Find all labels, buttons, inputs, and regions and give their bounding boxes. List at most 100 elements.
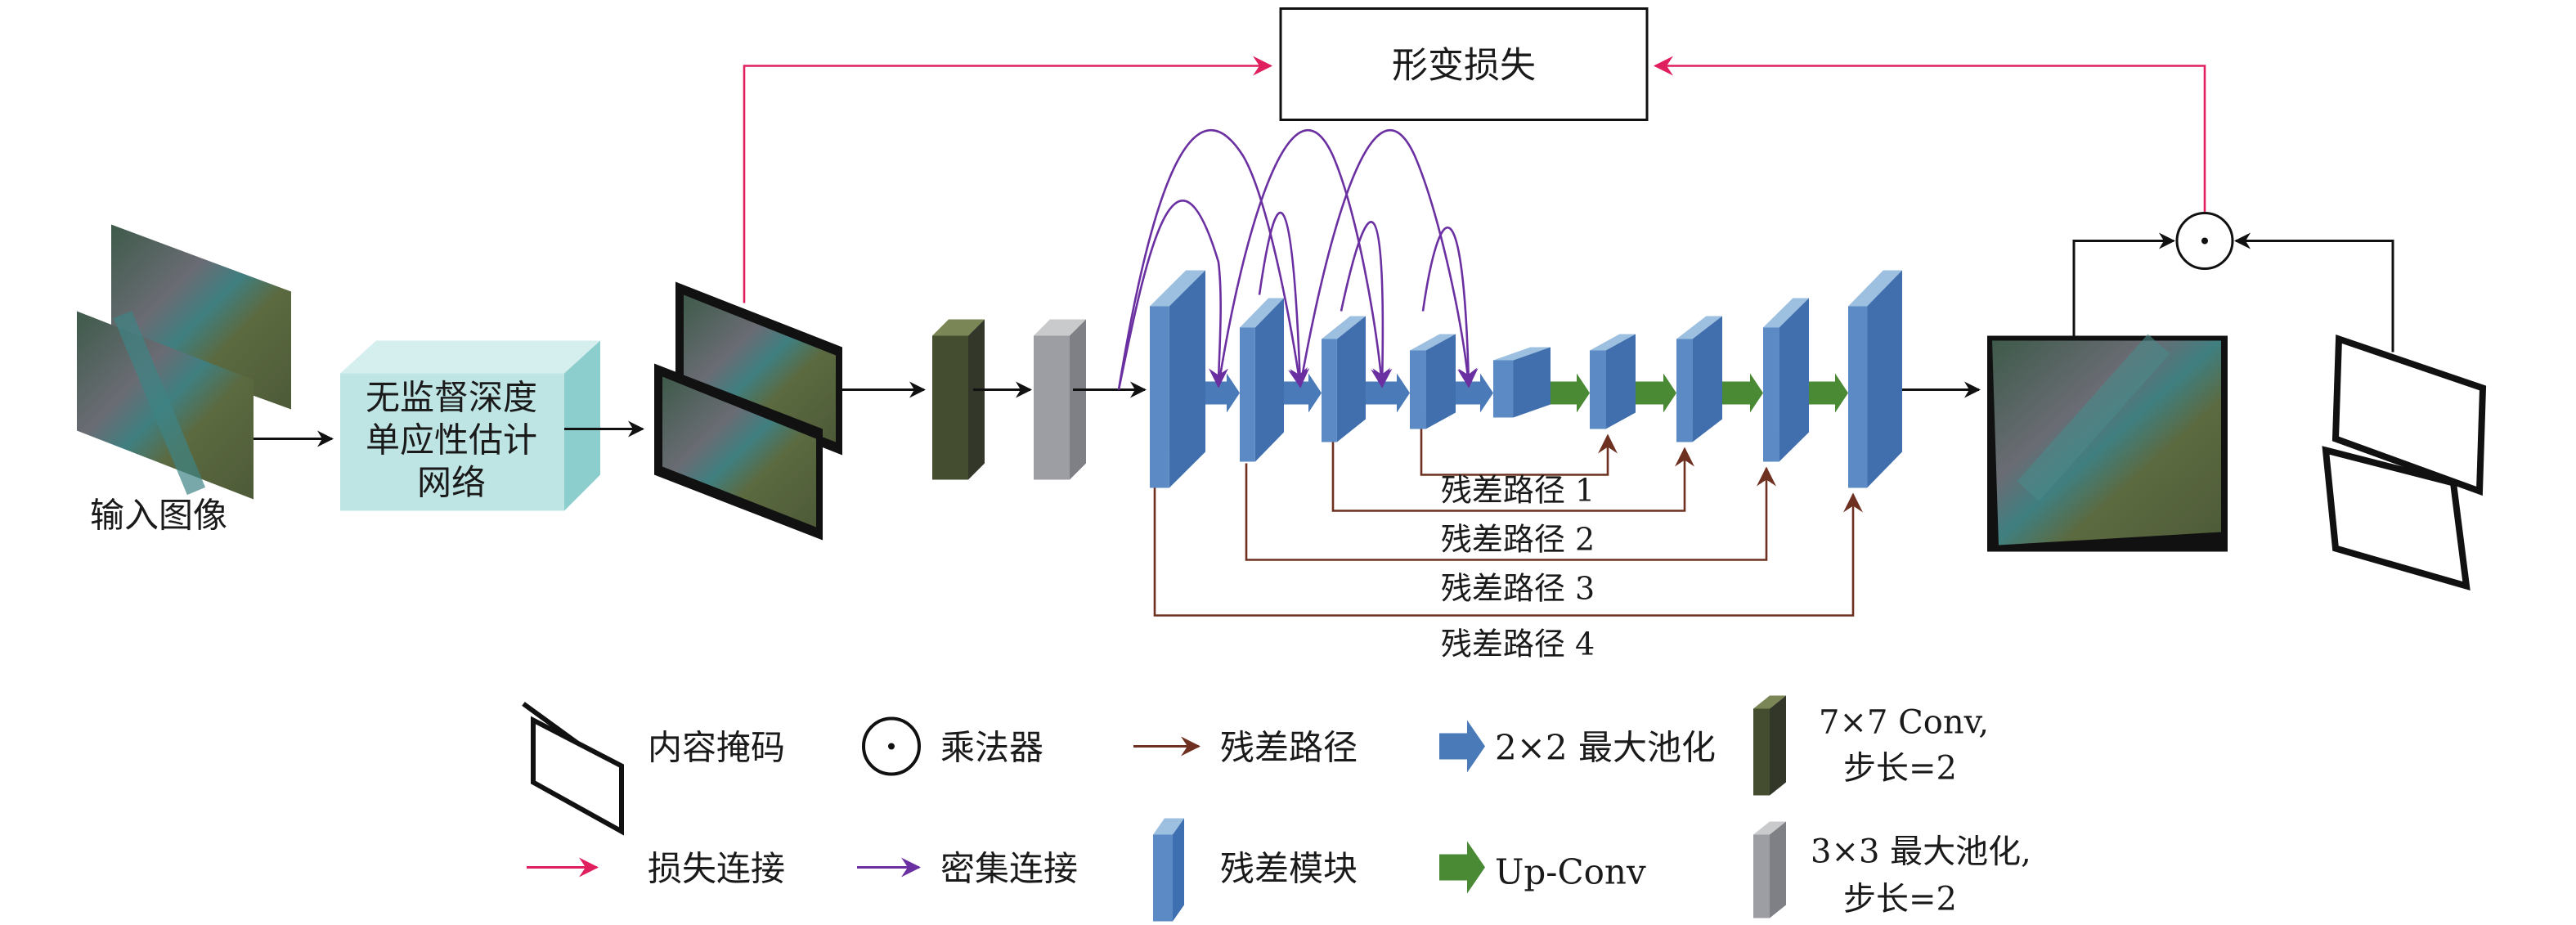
maxpool2-arrow — [1284, 373, 1322, 413]
residual-path-2 — [1331, 442, 1694, 512]
block-top — [1322, 316, 1366, 339]
legend-maxpool2-arrow-icon — [1439, 720, 1485, 773]
loss-link-right — [1654, 56, 2206, 213]
legend-mask-icon — [522, 702, 624, 836]
legend: 内容掩码 乘法器 残差路径 2×2 最大池化 7×7 Conv, 步长=2 损失… — [522, 695, 2031, 922]
legend-dense-link-label: 密集连接 — [940, 849, 1078, 889]
dense-connections — [1117, 128, 1479, 390]
warped-images — [654, 281, 842, 541]
residual-path-3 — [1245, 463, 1776, 561]
residual-blocks — [1150, 270, 1902, 488]
block-top — [1493, 347, 1551, 361]
maxpool3-block — [1034, 319, 1086, 480]
output-to-multiplier — [2072, 232, 2175, 336]
upconv-arrow — [1722, 373, 1763, 413]
residual-block — [1493, 347, 1551, 418]
block-top — [1676, 316, 1722, 339]
maxpool2-arrow — [1456, 373, 1493, 413]
residual-block — [1240, 298, 1284, 462]
multiplier-icon — [2175, 212, 2234, 270]
residual-block — [1150, 270, 1205, 488]
block-top — [1590, 334, 1636, 351]
content-mask — [2322, 334, 2487, 591]
legend-maxpool2-label: 2×2 最大池化 — [1495, 728, 1716, 768]
residual-path-4 — [1153, 487, 1863, 617]
dense-arc — [1117, 128, 1308, 390]
dense-arc — [1217, 129, 1391, 388]
residual-path-label-2: 残差路径 2 — [1441, 522, 1595, 558]
residual-paths — [1153, 429, 1863, 617]
deformation-loss-label: 形变损失 — [1392, 45, 1536, 87]
residual-path-1 — [1420, 429, 1618, 476]
block-side — [1605, 334, 1636, 429]
block-front — [1763, 327, 1779, 462]
residual-block — [1676, 316, 1722, 442]
dense-arc — [1117, 200, 1229, 390]
block-front — [1322, 339, 1337, 442]
block-side — [1254, 298, 1284, 462]
block-side — [1692, 316, 1722, 442]
legend-upconv-label: Up-Conv — [1495, 852, 1646, 892]
block-side — [1867, 270, 1902, 488]
block-top — [1240, 298, 1284, 328]
legend-maxpool3-icon — [1753, 821, 1786, 918]
homography-network-cube: 无监督深度 单应性估计 网络 — [340, 340, 600, 511]
input-label: 输入图像 — [90, 496, 227, 536]
legend-maxpool3-label-1: 3×3 最大池化, — [1811, 833, 2031, 871]
legend-upconv-arrow-icon — [1439, 841, 1485, 894]
block-front — [1676, 339, 1693, 442]
block-top — [1848, 270, 1902, 307]
residual-block — [1848, 270, 1902, 488]
legend-mask-label: 内容掩码 — [648, 728, 785, 768]
deformation-loss-box: 形变损失 — [1279, 7, 1649, 121]
block-front — [1410, 350, 1426, 429]
legend-multiplier-label: 乘法器 — [940, 728, 1043, 768]
input-images: 输入图像 — [77, 224, 291, 536]
residual-block — [1322, 316, 1366, 442]
legend-conv7-icon — [1753, 695, 1786, 796]
block-side — [1336, 316, 1366, 442]
legend-conv7-label-1: 7×7 Conv, — [1819, 704, 1989, 742]
block-top — [1763, 298, 1809, 328]
net-label-line2: 单应性估计 — [366, 420, 537, 460]
legend-res-block-icon — [1153, 818, 1184, 922]
maxpool2-arrow — [1366, 373, 1410, 413]
upconv-arrow — [1809, 373, 1848, 413]
residual-block — [1410, 334, 1456, 429]
residual-block — [1590, 334, 1636, 429]
legend-multiplier-icon — [862, 716, 921, 776]
block-side — [1425, 334, 1456, 429]
upconv-arrow — [1636, 373, 1676, 413]
mask-to-multiplier — [2234, 232, 2394, 352]
loss-link-left — [743, 56, 1272, 303]
block-top — [1410, 334, 1456, 351]
residual-path-label-3: 残差路径 3 — [1441, 571, 1595, 607]
block-side — [1779, 298, 1809, 462]
maxpool2-arrow — [1205, 373, 1240, 413]
legend-loss-link-label: 损失连接 — [648, 849, 785, 889]
dense-arc — [1299, 129, 1478, 388]
dense-arc — [1258, 211, 1310, 388]
conv7-block — [932, 319, 985, 480]
block-front — [1240, 327, 1255, 462]
block-side — [1513, 347, 1551, 418]
block-side — [1169, 270, 1205, 488]
net-label-line3: 网络 — [417, 463, 486, 503]
dense-arc — [1421, 227, 1479, 388]
legend-res-block-label: 残差模块 — [1220, 849, 1358, 889]
block-top — [1150, 270, 1205, 307]
dense-arc — [1340, 221, 1393, 388]
net-label-line1: 无监督深度 — [366, 378, 537, 418]
residual-block — [1763, 298, 1809, 462]
legend-conv7-label-2: 步长=2 — [1843, 750, 1957, 788]
block-front — [1493, 360, 1514, 418]
block-front — [1590, 350, 1606, 429]
upconv-arrow — [1551, 373, 1590, 413]
output-image — [1987, 334, 2228, 552]
residual-path-label-1: 残差路径 1 — [1441, 473, 1595, 509]
block-front — [1150, 306, 1169, 488]
block-front — [1848, 306, 1868, 488]
legend-maxpool3-label-2: 步长=2 — [1843, 881, 1957, 918]
legend-residual-label: 残差路径 — [1220, 728, 1358, 768]
